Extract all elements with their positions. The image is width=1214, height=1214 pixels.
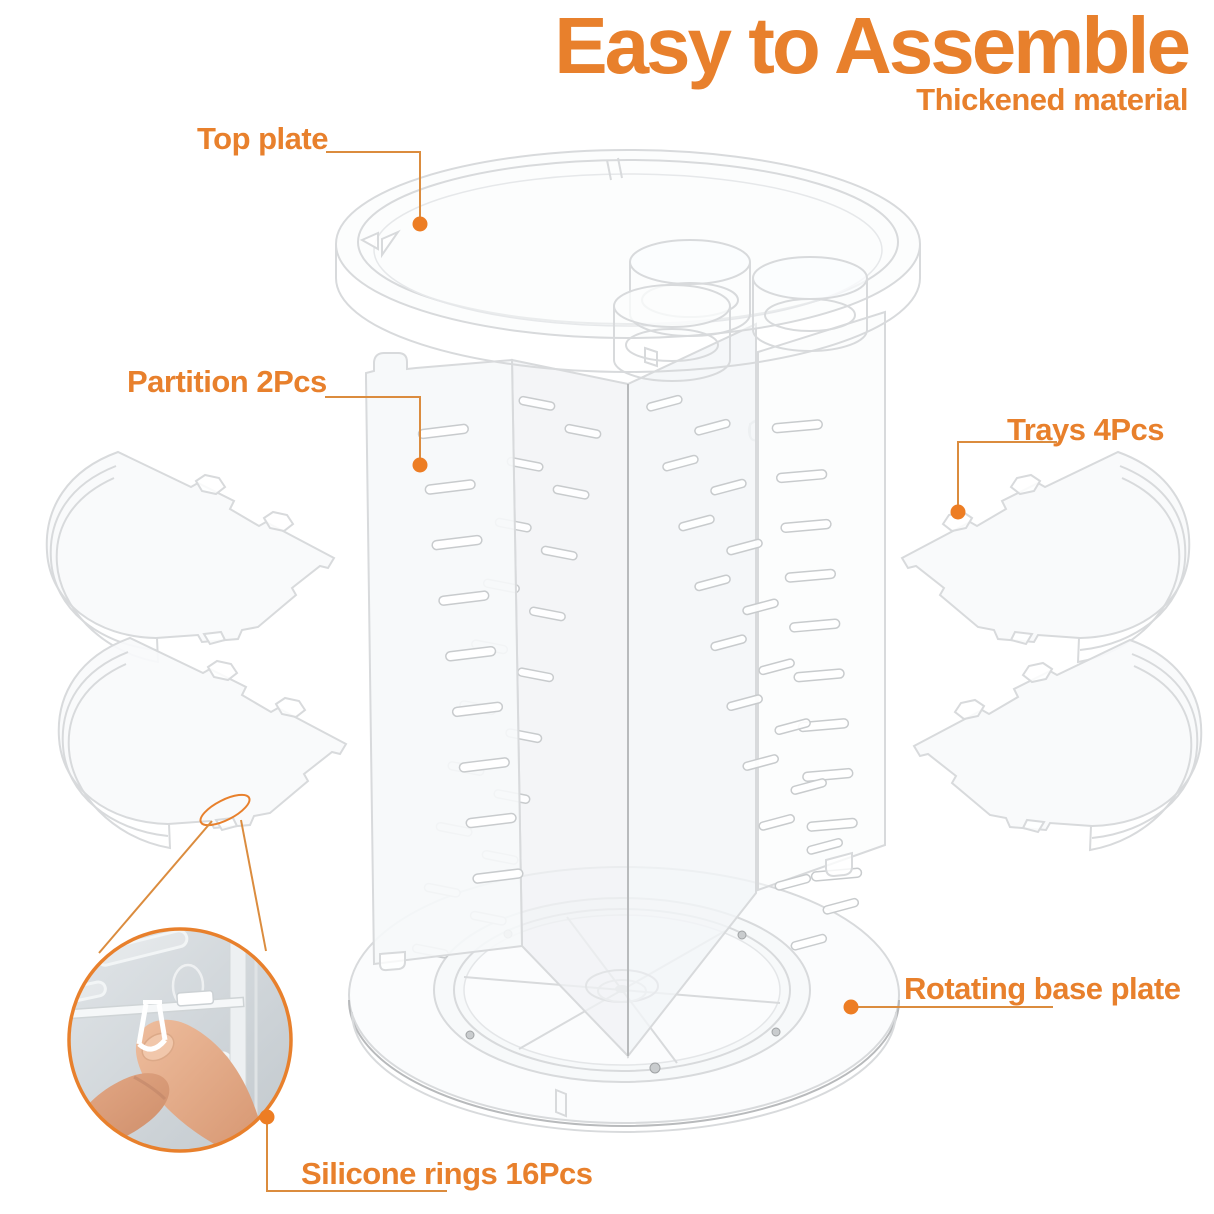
index-finger <box>135 1019 268 1151</box>
partition-panels <box>365 310 886 1059</box>
silicone-ring-detail <box>67 793 293 1153</box>
tray-right-lower <box>913 639 1203 851</box>
page-subtitle: Thickened material <box>916 82 1188 117</box>
panel-bottom-tab <box>379 950 406 972</box>
callout-dot-top-plate <box>412 216 428 232</box>
tray-right-upper <box>901 451 1191 663</box>
cup-holders <box>613 239 868 382</box>
magnifier-circle <box>67 927 293 1153</box>
partition-panel-left <box>365 322 860 1059</box>
panel-bottom-tab <box>825 851 853 878</box>
magnifier-source-ellipse <box>199 793 251 827</box>
callout-dot-silicone-rings <box>259 1109 275 1125</box>
cup-holder <box>752 256 868 352</box>
callout-dot-trays <box>950 504 966 520</box>
callout-label-trays: Trays 4Pcs <box>1007 412 1165 447</box>
page-title: Easy to Assemble <box>554 1 1191 90</box>
tray-left-upper <box>45 451 336 663</box>
callout-label-silicone-rings: Silicone rings 16Pcs <box>301 1156 593 1191</box>
leader-partition <box>325 396 421 458</box>
callout-dot-partition <box>412 457 428 473</box>
leader-silicone-rings <box>266 1124 447 1192</box>
callout-label-partition: Partition 2Pcs <box>127 364 327 399</box>
leader-trays <box>957 441 1057 505</box>
base-notch <box>555 1088 567 1118</box>
callout-leaders <box>259 151 1057 1192</box>
top-plate <box>335 149 921 382</box>
magnifier-content <box>69 929 291 1151</box>
leader-top-plate <box>326 151 421 217</box>
callout-label-rotating-base-plate: Rotating base plate <box>904 971 1181 1006</box>
silicone-ring <box>136 1000 168 1052</box>
callout-label-top-plate: Top plate <box>197 121 328 156</box>
cup-holder <box>613 284 731 382</box>
callout-dot-rotating-base <box>843 999 859 1015</box>
